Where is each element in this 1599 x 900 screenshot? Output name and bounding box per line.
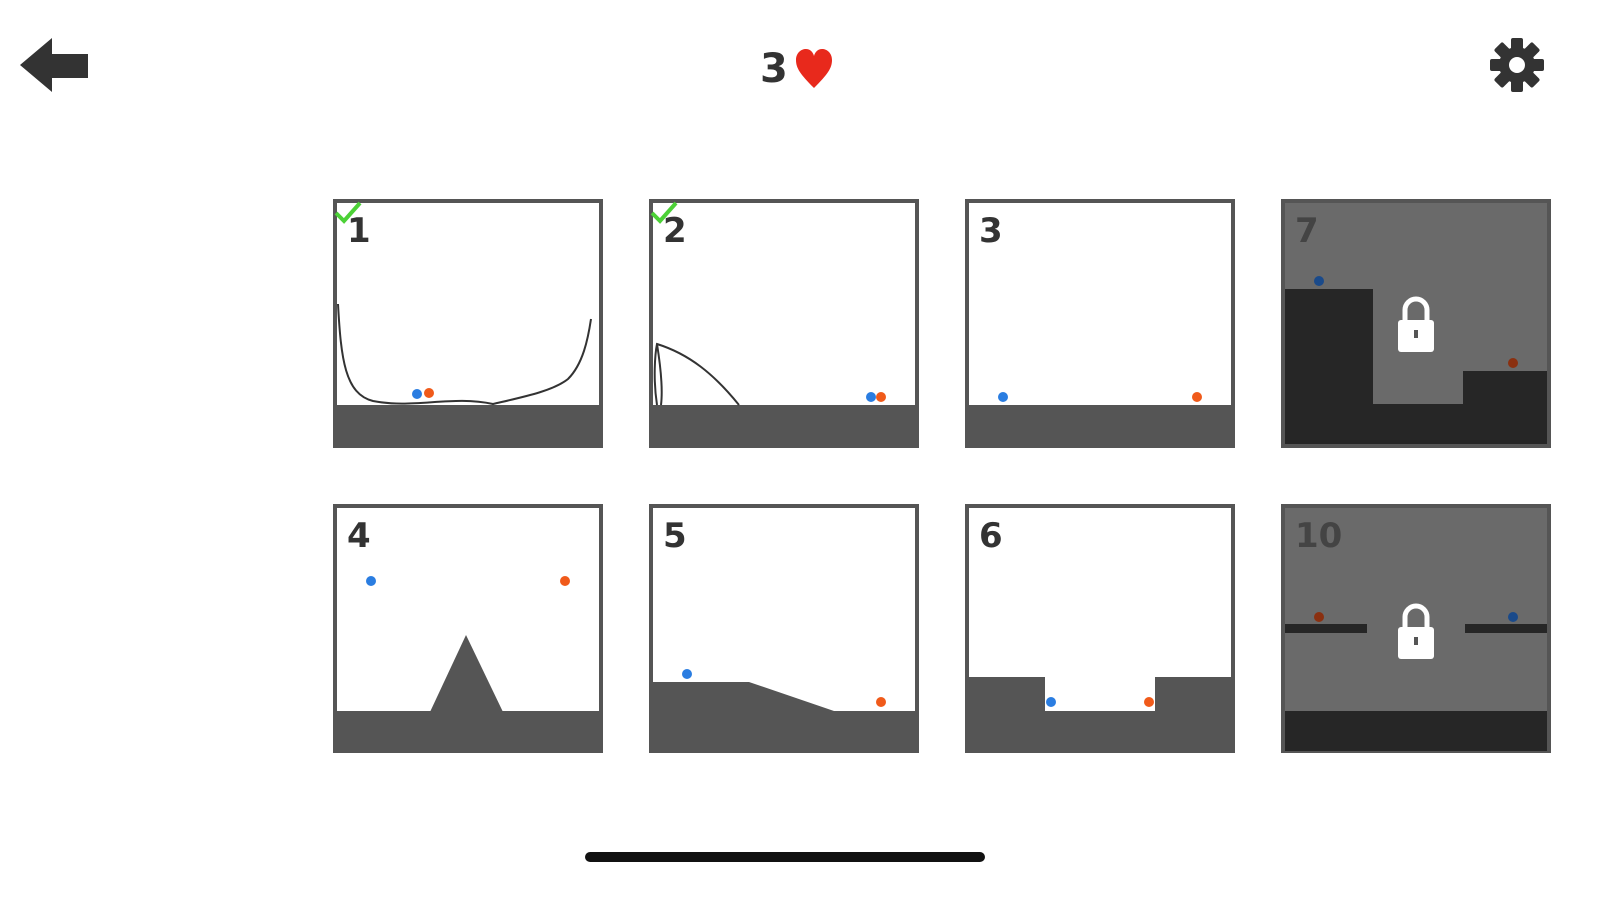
level-number: 3	[979, 211, 1003, 251]
level-number: 4	[347, 516, 371, 556]
level-number: 1	[347, 211, 371, 251]
back-arrow-icon	[20, 38, 88, 92]
level-card-2[interactable]: 2	[649, 199, 919, 448]
level-card-7[interactable]: 7	[1281, 199, 1551, 448]
level-card-5[interactable]: 5	[649, 504, 919, 753]
level-number: 2	[663, 211, 687, 251]
gear-icon	[1490, 38, 1544, 92]
level-card-1[interactable]: 1	[333, 199, 603, 448]
heart-icon	[795, 49, 832, 88]
level-number: 7	[1295, 211, 1319, 251]
check-icon	[650, 201, 678, 224]
lock-icon	[1398, 603, 1434, 659]
level-number: 10	[1295, 516, 1343, 556]
level-number: 5	[663, 516, 687, 556]
lives-counter: 3	[760, 46, 834, 92]
back-button[interactable]	[18, 36, 90, 94]
level-card-6[interactable]: 6	[965, 504, 1235, 753]
level-card-4[interactable]: 4	[333, 504, 603, 753]
blue-ball	[412, 389, 422, 399]
lock-icon	[1398, 296, 1434, 352]
level-card-10[interactable]: 10	[1281, 504, 1551, 753]
level-number: 6	[979, 516, 1003, 556]
settings-button[interactable]	[1490, 36, 1544, 94]
home-indicator[interactable]	[585, 852, 985, 862]
level-card-3[interactable]: 3	[965, 199, 1235, 448]
check-icon	[334, 201, 362, 224]
lives-count: 3	[760, 46, 788, 92]
orange-ball	[424, 388, 434, 398]
